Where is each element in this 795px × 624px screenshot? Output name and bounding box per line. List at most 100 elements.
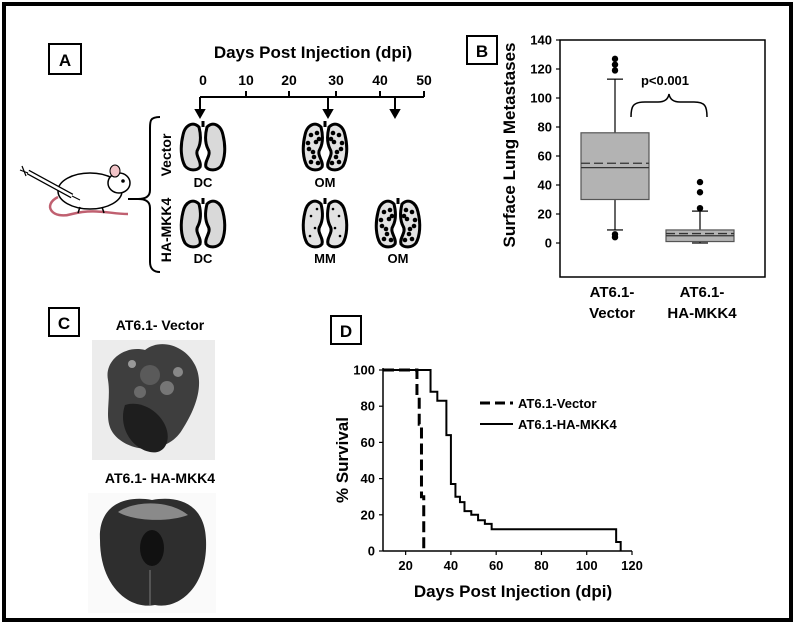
panel-d: D % Survival Days Post Injection (dpi) 0… [330, 315, 643, 601]
survival-series-vector [383, 368, 426, 551]
metastasis-dot [338, 146, 344, 152]
metastasis-dot [409, 236, 415, 242]
boxplot-category-label: Vector [589, 305, 635, 322]
box-vector [580, 55, 650, 241]
survival-ytick-label: 60 [361, 435, 375, 450]
lung-right-lobe [204, 122, 227, 172]
outlier-point [696, 205, 704, 212]
panel-d-letter: D [340, 322, 352, 341]
lung-photo-vector [92, 340, 215, 460]
lung-mkk4-dc [179, 198, 227, 249]
metastasis-dot [389, 213, 395, 219]
metastasis-dot [314, 130, 320, 136]
survival-ylabel: % Survival [333, 417, 352, 503]
metastasis-dot [383, 226, 389, 232]
photo-caption-vector: AT6.1- Vector [116, 317, 205, 333]
timeline-tick-30: 30 [328, 72, 344, 88]
micrometastasis-dot [313, 226, 317, 230]
metastasis-dot [387, 207, 393, 213]
micrometastasis-dot [308, 234, 312, 238]
metastasis-dot [409, 209, 415, 215]
metastasis-dot [308, 132, 314, 138]
survival-ytick-label: 40 [361, 471, 375, 486]
photo-caption-mkk4: AT6.1- HA-MKK4 [105, 470, 215, 486]
lung-left-lobe [374, 199, 397, 249]
metastasis-dot [404, 216, 410, 222]
boxplot-ytick-label: 60 [538, 149, 552, 164]
panel-c: C AT6.1- Vector AT6.1- HA-MKK4 [48, 307, 216, 613]
outlier-point [611, 231, 619, 238]
timeline-tick-10: 10 [238, 72, 254, 88]
outlier-point [611, 67, 619, 74]
timeline-tick-20: 20 [281, 72, 297, 88]
pvalue-label: p<0.001 [641, 73, 689, 88]
lung-mkk4-mm [301, 198, 349, 249]
metastasis-dot [388, 237, 394, 243]
survival-series-mkk4 [383, 369, 622, 551]
panel-a-letter-box [48, 43, 82, 75]
survival-ytick-label: 100 [353, 363, 375, 378]
metastasis-dot [412, 217, 418, 223]
micrometastasis-dot [309, 214, 313, 218]
outlier-point [696, 189, 704, 196]
boxplot: 020406080100120140AT6.1-VectorAT6.1-HA-M… [530, 33, 737, 323]
lung-right-lobe [326, 199, 349, 249]
outlier-point [696, 178, 704, 186]
survival-ytick-label: 20 [361, 507, 375, 522]
metastasis-dot [381, 209, 387, 215]
legend-label-vector: AT6.1-Vector [518, 396, 597, 411]
metastasis-dot [336, 159, 342, 165]
metastasis-dot [328, 136, 334, 142]
outlier-point [611, 55, 619, 63]
lung-left-lobe [301, 199, 324, 249]
outlier-point [611, 61, 619, 68]
metastasis-dot [386, 216, 392, 222]
panel-a: A Days Post Injection (dpi) 0 10 20 30 4… [19, 43, 432, 273]
metastasis-dot [305, 140, 311, 146]
boxplot-ytick-label: 0 [545, 236, 552, 251]
timeline-arrows [194, 97, 401, 120]
micrometastasis-dot [333, 226, 337, 230]
metastasis-dot [336, 132, 342, 138]
lung-photo-mkk4 [88, 493, 216, 613]
legend-label-mkk4: AT6.1-HA-MKK4 [518, 417, 617, 432]
metastasis-dot [406, 231, 412, 237]
metastasis-dot [329, 160, 335, 166]
boxplot-ytick-label: 100 [530, 91, 552, 106]
micrometastasis-dot [338, 234, 342, 238]
lung-right-lobe [399, 199, 422, 249]
metastasis-dot [311, 154, 317, 160]
boxplot-ytick-label: 120 [530, 62, 552, 77]
lung-mkk4-om [374, 198, 422, 249]
panel-b-letter: B [476, 42, 488, 61]
metastasis-dot [316, 136, 322, 142]
lung-vector-dc [179, 121, 227, 172]
survival-xtick-label: 120 [621, 558, 643, 573]
survival-xtick-label: 80 [534, 558, 548, 573]
survival-xtick-label: 40 [444, 558, 458, 573]
lung-right-lobe [326, 122, 349, 172]
metastasis-dot [330, 130, 336, 136]
metastasis-dot [378, 217, 384, 223]
box-iqr [580, 132, 650, 201]
group-label-vector: Vector [158, 133, 174, 176]
micrometastasis-dot [337, 214, 341, 218]
lung-vector-om [301, 121, 349, 172]
boxplot-ytick-label: 20 [538, 207, 552, 222]
boxplot-category-label: AT6.1- [680, 284, 725, 301]
metastasis-dot [306, 146, 312, 152]
lung-right-lobe [204, 199, 227, 249]
boxplot-ytick-label: 140 [530, 33, 552, 48]
box-mkk4 [665, 178, 735, 244]
metastasis-dot [339, 140, 345, 146]
metastasis-dot [334, 149, 340, 155]
metastasis-dot [331, 139, 337, 145]
group-label-mkk4: HA-MKK4 [158, 198, 174, 263]
lung-label-vector-dc: DC [194, 175, 213, 190]
lung-label-vector-om: OM [315, 175, 336, 190]
lung-label-mkk4-om: OM [388, 251, 409, 266]
panel-b-letter-box [466, 35, 498, 65]
boxplot-ytick-label: 40 [538, 178, 552, 193]
boxplot-ylabel: Surface Lung Metastases [500, 42, 519, 247]
